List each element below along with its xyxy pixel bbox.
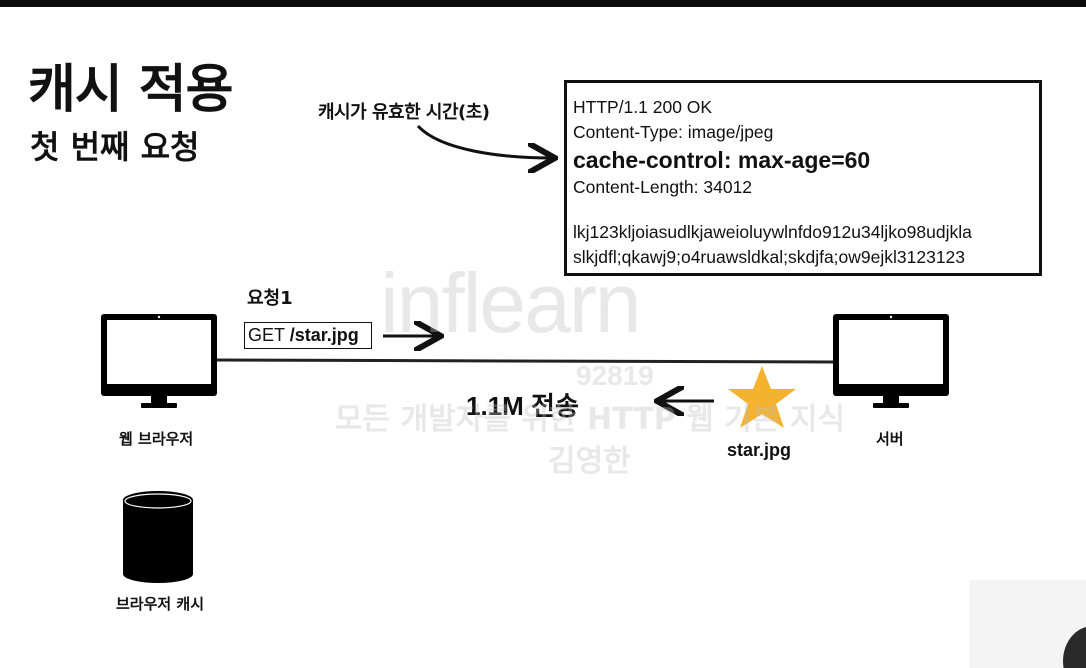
- browser-cache-label: 브라우저 캐시: [116, 595, 205, 613]
- response-content-type: Content-Type: image/jpeg: [573, 122, 774, 142]
- star-icon: [728, 366, 796, 428]
- slide-subtitle: 첫 번째 요청: [30, 128, 200, 166]
- browser-monitor-icon: [101, 314, 217, 408]
- server-label: 서버: [876, 430, 904, 448]
- resource-label: star.jpg: [727, 440, 792, 460]
- http-response-box: HTTP/1.1 200 OK Content-Type: image/jpeg…: [564, 80, 1042, 276]
- annotation-arrow: [416, 124, 552, 158]
- webcam-overlay: [969, 580, 1086, 668]
- response-cache-control: cache-control: max-age=60: [573, 147, 871, 173]
- database-cylinder-icon: [123, 491, 193, 583]
- top-bar: [0, 0, 1086, 7]
- response-body-line-1: lkj123kljoiasudlkjaweioluywlnfdo912u34lj…: [573, 222, 972, 242]
- request-path: /star.jpg: [289, 325, 359, 345]
- request-line-box: GET /star.jpg: [244, 322, 372, 349]
- response-content-length: Content-Length: 34012: [573, 177, 753, 197]
- max-age-annotation: 캐시가 유효한 시간(초): [318, 102, 490, 123]
- slide-title: 캐시 적용: [28, 60, 233, 120]
- browser-label: 웹 브라우저: [119, 430, 194, 448]
- transfer-size-label: 1.1M 전송: [466, 391, 579, 421]
- connection-line: [213, 358, 835, 364]
- server-monitor-icon: [833, 314, 949, 408]
- request-method: GET: [248, 325, 285, 345]
- response-body-line-2: slkjdfl;qkawj9;o4ruawsldkal;skdjfa;ow9ej…: [573, 247, 966, 267]
- presenter-avatar: [1063, 626, 1086, 668]
- request-label: 요청1: [247, 288, 293, 309]
- response-status-line: HTTP/1.1 200 OK: [573, 97, 713, 117]
